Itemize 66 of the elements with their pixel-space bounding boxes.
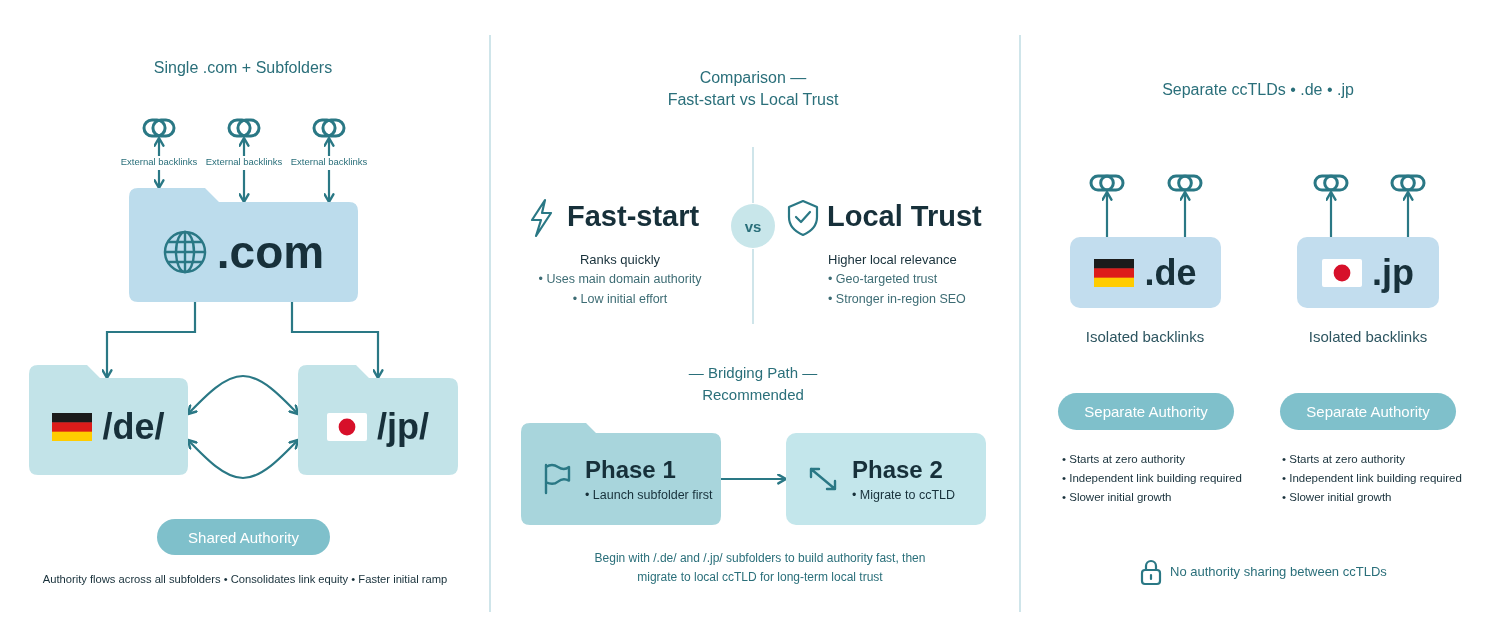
heading: Fast-start (567, 199, 701, 234)
arrow (101, 302, 197, 380)
chain-link-icon (227, 118, 261, 138)
subheading: Ranks quickly (578, 252, 662, 269)
chain-link-icon (1089, 174, 1125, 192)
bullet-text: • Independent link building required (1062, 471, 1243, 486)
chain-link-icon (1390, 174, 1426, 192)
phase-title: Phase 1 (585, 456, 677, 484)
vs-badge: vs (731, 204, 775, 248)
domain-card (1070, 237, 1221, 308)
folder-card (29, 365, 188, 475)
caption-text: Isolated backlinks (1084, 328, 1206, 347)
bullet-text: • Geo-targeted trust (828, 272, 939, 288)
arrow (1402, 190, 1414, 237)
backlink-label: External backlinks (286, 156, 372, 170)
bullet-text: • Slower initial growth (1062, 490, 1173, 505)
subheading: Higher local relevance (828, 252, 958, 269)
arrow (238, 170, 250, 204)
arrow (1325, 190, 1337, 237)
section-title: Single .com + Subfolders (152, 58, 334, 78)
bullet-text: • Starts at zero authority (1062, 452, 1186, 467)
domain-label: .jp (1372, 254, 1414, 291)
arrow (153, 136, 165, 156)
bullet-text: • Stronger in-region SEO (828, 292, 967, 308)
authority-badge: Separate Authority (1058, 393, 1234, 430)
phase-title: Phase 2 (852, 456, 944, 484)
authority-badge: Separate Authority (1280, 393, 1456, 430)
arrow (1179, 190, 1191, 237)
backlink-label: External backlinks (201, 156, 287, 170)
chain-link-icon (312, 118, 346, 138)
arrow (153, 170, 165, 190)
phase-detail: • Launch subfolder first (585, 488, 713, 502)
folder-card (129, 188, 358, 302)
summary-text: Authority flows across all subfolders • Consolidates link equity • Faster initial ramp (41, 572, 449, 586)
arrow (721, 473, 788, 485)
phase-detail: • Migrate to ccTLD (852, 488, 955, 502)
domain-label: /jp/ (377, 408, 429, 445)
section-title: Comparison — Fast-start vs Local Trust (666, 68, 840, 110)
arrow (290, 302, 384, 380)
bullet-text: • Uses main domain authority (537, 272, 703, 288)
domain-card (1297, 237, 1439, 308)
bullet-text: • Independent link building required (1282, 471, 1463, 486)
arrow (238, 136, 250, 156)
bullet-text: • Starts at zero authority (1282, 452, 1406, 467)
bullet-text: • Slower initial growth (1282, 490, 1393, 505)
arrow (323, 136, 335, 156)
domain-label: .de (1144, 254, 1197, 291)
arrow (323, 170, 335, 204)
chain-link-icon (1313, 174, 1349, 192)
caption-text: Isolated backlinks (1307, 328, 1429, 347)
arrow (1101, 190, 1113, 237)
section-title: — Bridging Path — Recommended (687, 363, 819, 405)
bullet-text: • Low initial effort (571, 292, 669, 308)
chain-link-icon (142, 118, 176, 138)
summary-text: Begin with /.de/ and /.jp/ subfolders to build authority fast, then migrate to local ccTLD for long-term local trust (593, 550, 927, 586)
domain-label: .com (216, 229, 325, 275)
folder-card (298, 365, 458, 475)
domain-label: /de/ (102, 408, 165, 445)
folder-card (521, 423, 721, 525)
backlink-label: External backlinks (116, 156, 202, 170)
section-title: Separate ccTLDs • .de • .jp (1161, 80, 1355, 100)
note-text: No authority sharing between ccTLDs (1170, 564, 1388, 581)
domain-card (786, 433, 986, 525)
chain-link-icon (1167, 174, 1203, 192)
heading: Local Trust (827, 199, 983, 234)
authority-badge: Shared Authority (157, 519, 330, 555)
